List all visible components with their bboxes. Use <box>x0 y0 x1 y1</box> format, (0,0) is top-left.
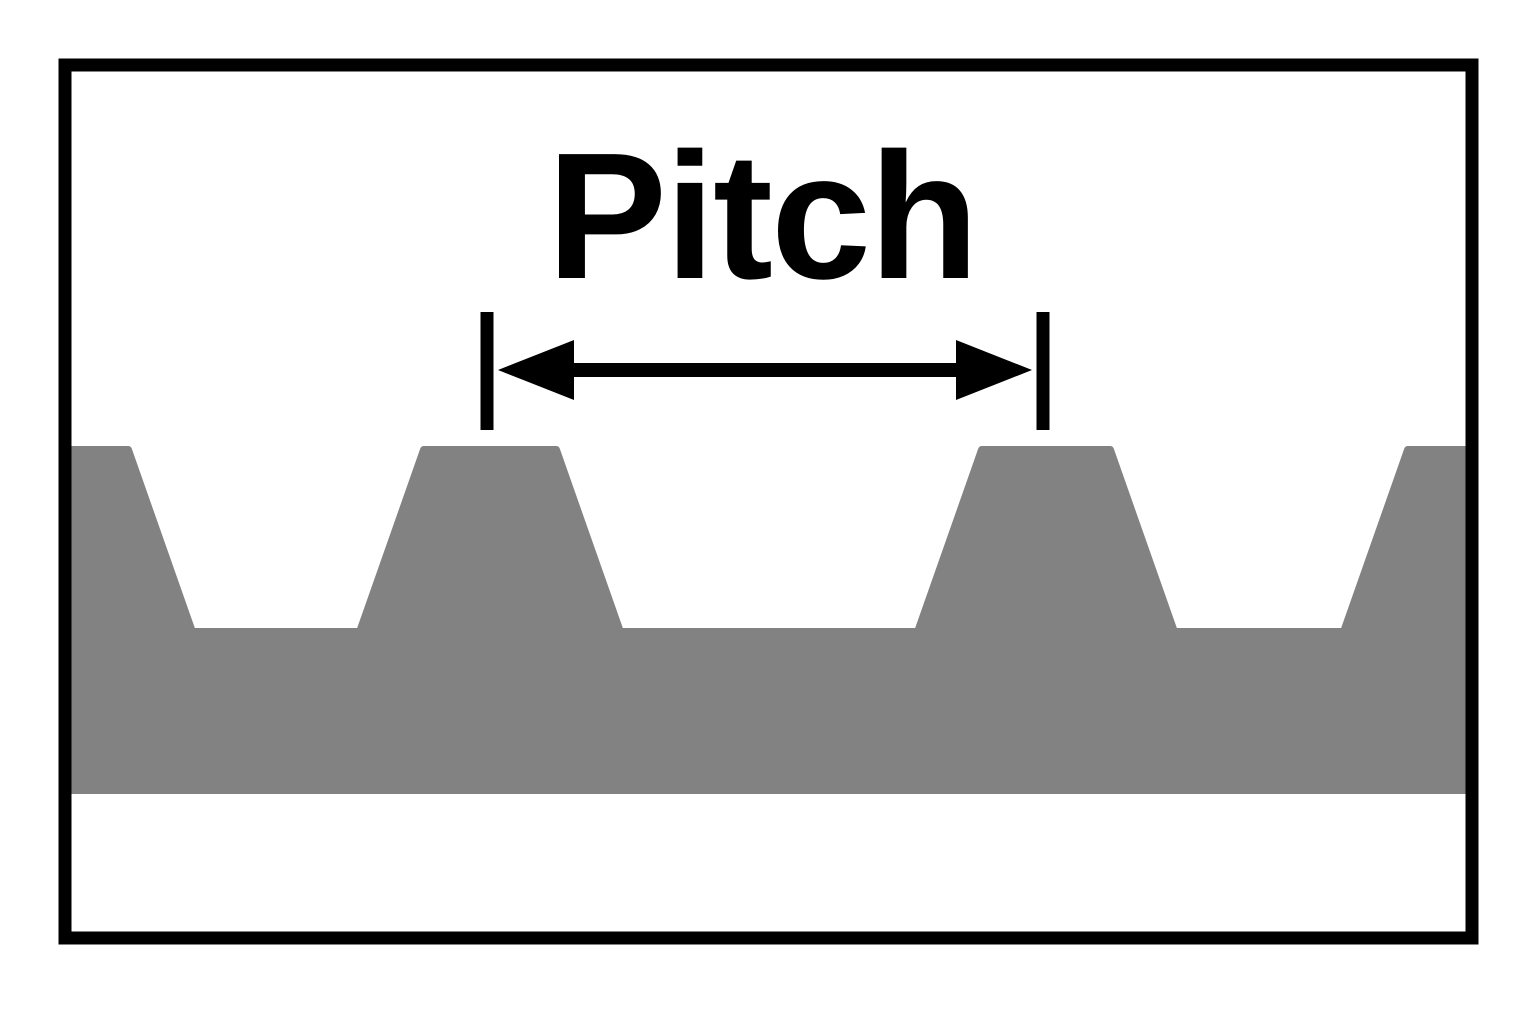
frame-border <box>58 58 1479 945</box>
tooth-profile <box>68 446 1469 794</box>
pitch-arrowhead-right-icon <box>956 340 1032 400</box>
pitch-arrowhead-left-icon <box>498 340 574 400</box>
pitch-label: Pitch <box>547 116 977 317</box>
